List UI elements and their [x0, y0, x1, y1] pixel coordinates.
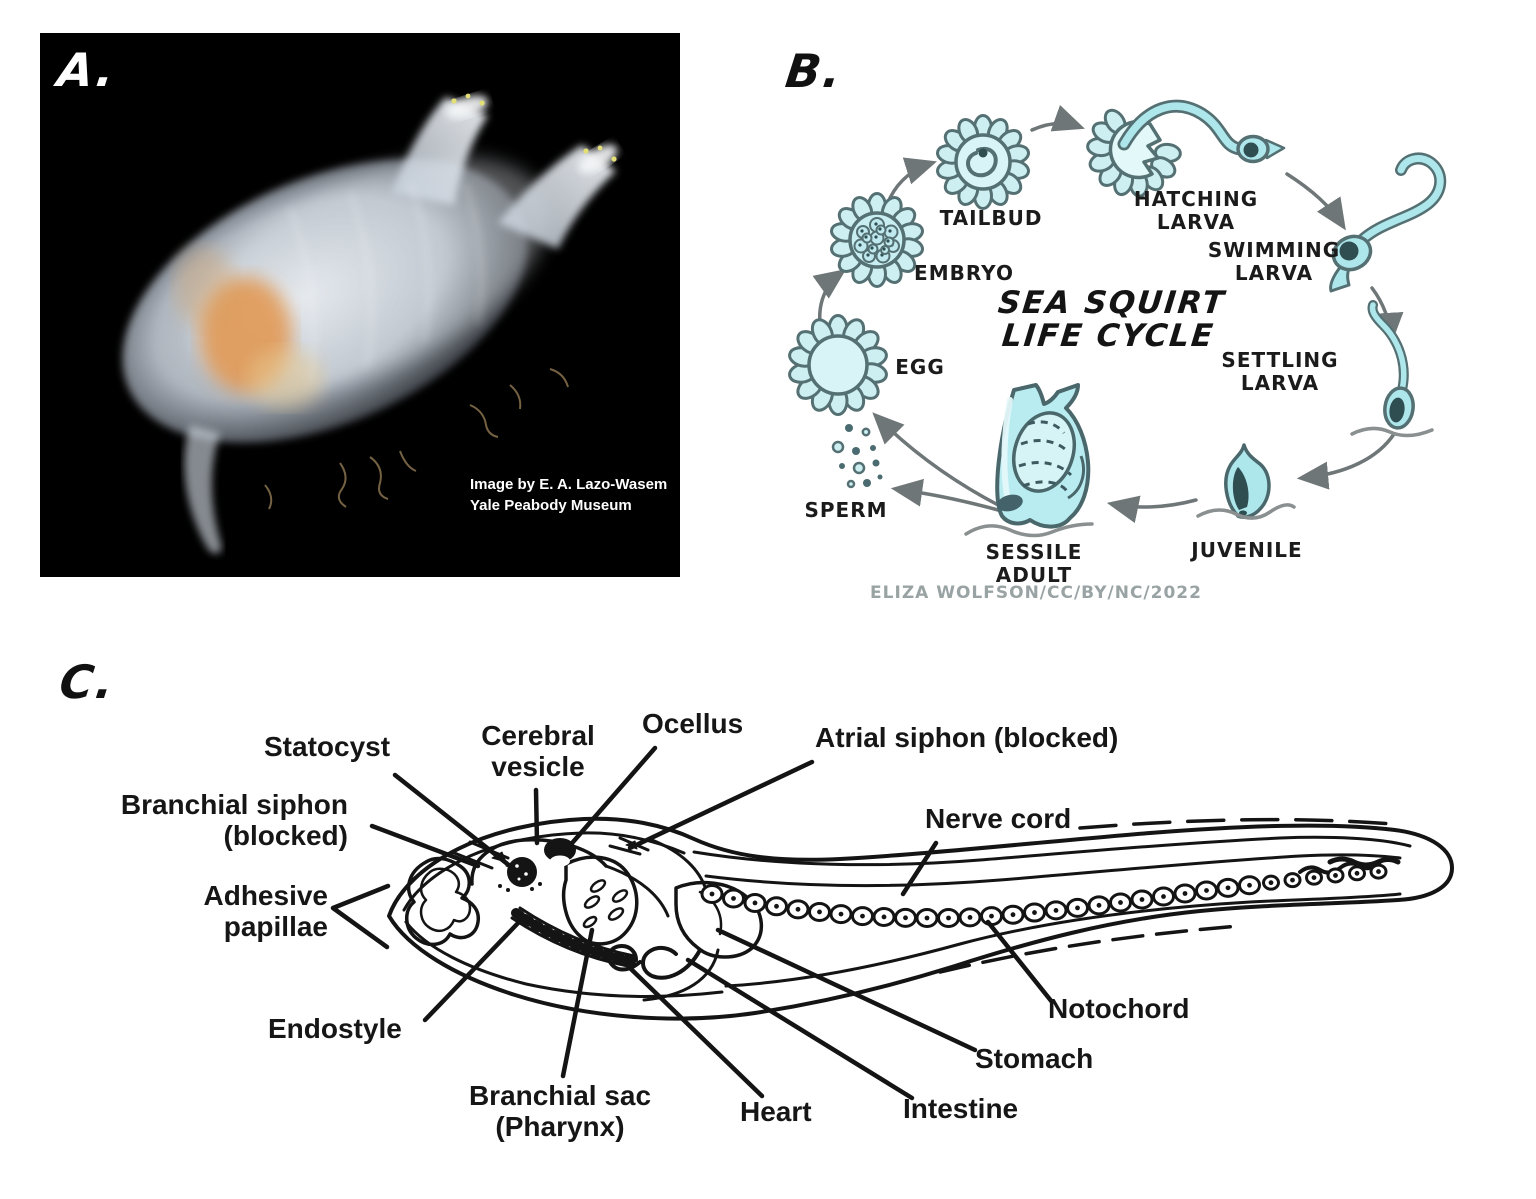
holdfast	[184, 425, 222, 554]
label-statocyst: Statocyst	[264, 731, 391, 762]
notochord-cells	[700, 863, 1388, 928]
label-nerve-cord: Nerve cord	[925, 803, 1072, 834]
stage-label-juvenile: JUVENILE	[1191, 538, 1303, 562]
larva-anatomy-art	[330, 745, 1454, 1101]
stage-label-tailbud: TAILBUD	[939, 206, 1043, 230]
panel-a-letter: A.	[54, 43, 120, 97]
sessile-adult-icon	[964, 383, 1094, 538]
settling-larva-icon	[1350, 300, 1434, 438]
photo-credit-line2: Yale Peabody Museum	[470, 497, 632, 514]
stage-label-embryo: EMBRYO	[914, 261, 1014, 285]
label-branchial-sac: Branchial sac (Pharynx)	[468, 1080, 652, 1142]
label-heart: Heart	[740, 1096, 812, 1127]
cycle-title-line1: SEA SQUIRT	[996, 285, 1228, 321]
panel-b-letter: B.	[782, 44, 846, 98]
ground-line	[964, 522, 1094, 538]
life-cycle-art	[788, 99, 1447, 538]
label-notochord: Notochord	[1048, 993, 1190, 1024]
siphon-specks	[451, 93, 617, 162]
tunicate-body	[122, 93, 618, 554]
debris-strands	[264, 368, 569, 510]
label-branchial-siphon: Branchial siphon (blocked)	[120, 789, 348, 851]
sea-squirt-photo-art	[40, 33, 680, 577]
cycle-arrows	[812, 104, 1404, 524]
label-intestine: Intestine	[903, 1093, 1019, 1124]
stage-label-settling-larva: SETTLING LARVA	[1221, 348, 1339, 395]
heart-outline	[606, 944, 642, 972]
gill-slits	[582, 879, 629, 929]
ground-line	[1196, 503, 1296, 520]
label-ocellus: Ocellus	[642, 708, 744, 739]
stage-label-swimming-larva: SWIMMING LARVA	[1207, 238, 1341, 285]
egg-icon	[788, 314, 888, 416]
label-cerebral-vesicle: Cerebral vesicle	[481, 720, 595, 782]
endostyle-structure	[510, 906, 636, 968]
tailbud-icon	[936, 114, 1030, 210]
label-adhesive-papillae: Adhesive papillae	[203, 880, 329, 942]
branchial-sac-outline	[561, 855, 639, 946]
label-endostyle: Endostyle	[268, 1013, 402, 1044]
adult-gonad	[1012, 411, 1076, 493]
pigment-organs	[498, 838, 576, 892]
stage-label-hatching-larva: HATCHING LARVA	[1133, 187, 1259, 234]
cycle-title: SEA SQUIRT LIFE CYCLE	[993, 285, 1228, 354]
stage-label-egg: EGG	[895, 355, 945, 379]
photo-credit: Image by E. A. Lazo-Wasem Yale Peabody M…	[470, 474, 667, 516]
leader-lines	[330, 745, 1055, 1101]
swimming-larva-icon	[1329, 152, 1447, 293]
nerve-cord-line	[704, 853, 1402, 888]
adhesive-papillae-structure	[405, 856, 481, 947]
panel-c-letter: C.	[56, 655, 119, 709]
cycle-title-line2: LIFE CYCLE	[1000, 318, 1217, 354]
cycle-credit: ELIZA WOLFSON/CC/BY/NC/2022	[870, 583, 1202, 603]
hatching-larva-icon	[1086, 99, 1286, 198]
panel-a-photo: A. Image by E. A. Lazo-Wasem Yale Peabod…	[40, 33, 680, 577]
sperm-icon	[831, 424, 883, 489]
statocyst-spot	[507, 857, 537, 887]
adult-dark-spot	[997, 494, 1023, 512]
intestine-outline	[641, 945, 702, 980]
photo-credit-line1: Image by E. A. Lazo-Wasem	[470, 476, 668, 493]
label-stomach: Stomach	[975, 1043, 1094, 1074]
egg-shell	[1086, 108, 1182, 198]
stage-label-sperm: SPERM	[804, 498, 888, 522]
stage-label-sessile-adult: SESSILE ADULT	[985, 540, 1083, 587]
gonad-hatching	[1018, 420, 1073, 493]
ocellus-spot	[544, 838, 576, 862]
embryo-cells	[853, 217, 900, 264]
ground-line	[1350, 426, 1434, 438]
juvenile-icon	[1196, 443, 1296, 520]
tailbud-curl	[965, 146, 998, 178]
label-atrial-siphon: Atrial siphon (blocked)	[815, 722, 1119, 753]
